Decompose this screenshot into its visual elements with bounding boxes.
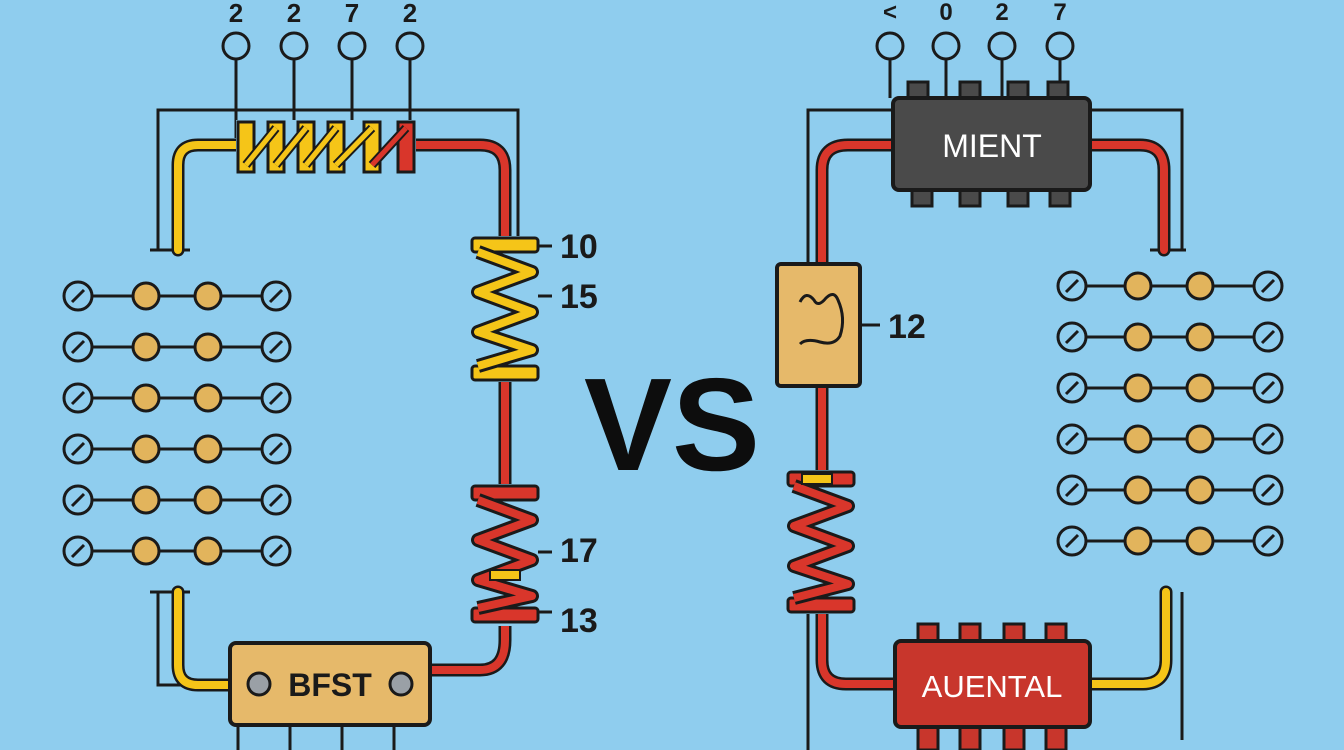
left-resistor-label-2: 15 xyxy=(560,278,598,316)
right-component-tan xyxy=(775,262,880,388)
left-pin-glyph-4: 2 xyxy=(403,0,417,28)
right-pin-glyph-2: 0 xyxy=(939,0,952,26)
left-bead-terminal xyxy=(260,280,292,312)
left-bead xyxy=(193,383,223,413)
right-bead-row xyxy=(1056,423,1284,455)
right-bead xyxy=(1185,373,1215,403)
right-bead-terminal xyxy=(1056,525,1088,557)
left-pin-glyph-2: 2 xyxy=(287,0,301,28)
right-bead xyxy=(1123,373,1153,403)
left-bead-terminal xyxy=(260,331,292,363)
left-bead xyxy=(193,536,223,566)
left-resistor-label-3: 17 xyxy=(560,532,598,570)
left-top-coil xyxy=(236,120,416,174)
left-bead-terminal xyxy=(260,382,292,414)
right-bead-row xyxy=(1056,270,1284,302)
left-bead xyxy=(131,434,161,464)
left-bead xyxy=(193,434,223,464)
right-bead-terminal xyxy=(1252,270,1284,302)
left-bead-terminal xyxy=(260,484,292,516)
left-bead-row xyxy=(62,280,292,312)
right-bead-terminal xyxy=(1252,525,1284,557)
left-pin-glyph-1: 2 xyxy=(229,0,243,28)
right-bead-row xyxy=(1056,474,1284,506)
left-bead xyxy=(193,281,223,311)
right-bead xyxy=(1123,526,1153,556)
right-pin-glyph-4: 7 xyxy=(1053,0,1066,26)
right-circuit: < 0 2 7 xyxy=(775,0,1284,750)
right-bead xyxy=(1123,475,1153,505)
right-chip-auental xyxy=(893,622,1092,750)
left-resistor-upper xyxy=(470,236,552,382)
left-pin-glyph-3: 7 xyxy=(345,0,359,28)
right-bead-terminal xyxy=(1252,474,1284,506)
left-bead-terminal xyxy=(62,382,94,414)
left-bead-terminal xyxy=(62,331,94,363)
left-resistor-label-4: 13 xyxy=(560,602,598,640)
left-bead xyxy=(131,383,161,413)
left-circuit: 2 2 7 2 xyxy=(62,0,598,750)
right-bead-terminal xyxy=(1252,321,1284,353)
left-bead-terminal xyxy=(62,535,94,567)
right-bead-rows xyxy=(1056,270,1284,557)
left-yellow-wire xyxy=(171,138,247,692)
right-red-wire xyxy=(815,138,1171,691)
right-chip-bottom-label: AUENTAL xyxy=(922,669,1063,704)
right-bead xyxy=(1185,424,1215,454)
right-bead xyxy=(1185,475,1215,505)
vs-label: VS xyxy=(584,351,760,498)
right-bead-row xyxy=(1056,372,1284,404)
left-red-wire xyxy=(403,138,512,677)
left-bead-rows xyxy=(62,280,292,567)
left-resistor-label-1: 10 xyxy=(560,228,598,266)
right-pin-glyph-1: < xyxy=(883,0,897,26)
left-bead xyxy=(193,485,223,515)
left-chip-bfst xyxy=(228,641,432,750)
left-bead-terminal xyxy=(62,484,94,516)
left-bead-terminal xyxy=(62,433,94,465)
left-bead xyxy=(131,536,161,566)
right-bead-row xyxy=(1056,321,1284,353)
right-bead-terminal xyxy=(1056,474,1088,506)
left-top-pins xyxy=(221,31,425,138)
right-yellow-wire xyxy=(1083,585,1173,691)
right-chip-top-label: MIENT xyxy=(942,128,1042,164)
left-bead-terminal xyxy=(260,535,292,567)
right-bead-terminal xyxy=(1056,423,1088,455)
left-resistor-lower xyxy=(470,484,552,626)
right-bead-terminal xyxy=(1252,423,1284,455)
right-bead xyxy=(1185,322,1215,352)
right-bead xyxy=(1185,526,1215,556)
left-bead-row xyxy=(62,484,292,516)
right-pin-glyph-3: 2 xyxy=(995,0,1008,26)
left-chip-label: BFST xyxy=(288,667,372,703)
right-bead-terminal xyxy=(1252,372,1284,404)
left-bead xyxy=(131,332,161,362)
right-bead xyxy=(1123,322,1153,352)
right-bead-terminal xyxy=(1056,270,1088,302)
right-bead-row xyxy=(1056,525,1284,557)
left-bead-row xyxy=(62,535,292,567)
left-bead-row xyxy=(62,331,292,363)
right-bead xyxy=(1123,271,1153,301)
right-bead-terminal xyxy=(1056,372,1088,404)
left-bead-terminal xyxy=(62,280,94,312)
left-bead xyxy=(193,332,223,362)
right-resistor xyxy=(786,470,856,614)
left-bead-row xyxy=(62,433,292,465)
right-chip-mient xyxy=(891,80,1092,208)
right-bead-terminal xyxy=(1056,321,1088,353)
left-bead xyxy=(131,281,161,311)
left-bead-row xyxy=(62,382,292,414)
left-bead xyxy=(131,485,161,515)
right-bead xyxy=(1123,424,1153,454)
right-component-label: 12 xyxy=(888,308,926,346)
left-bead-terminal xyxy=(260,433,292,465)
right-bead xyxy=(1185,271,1215,301)
